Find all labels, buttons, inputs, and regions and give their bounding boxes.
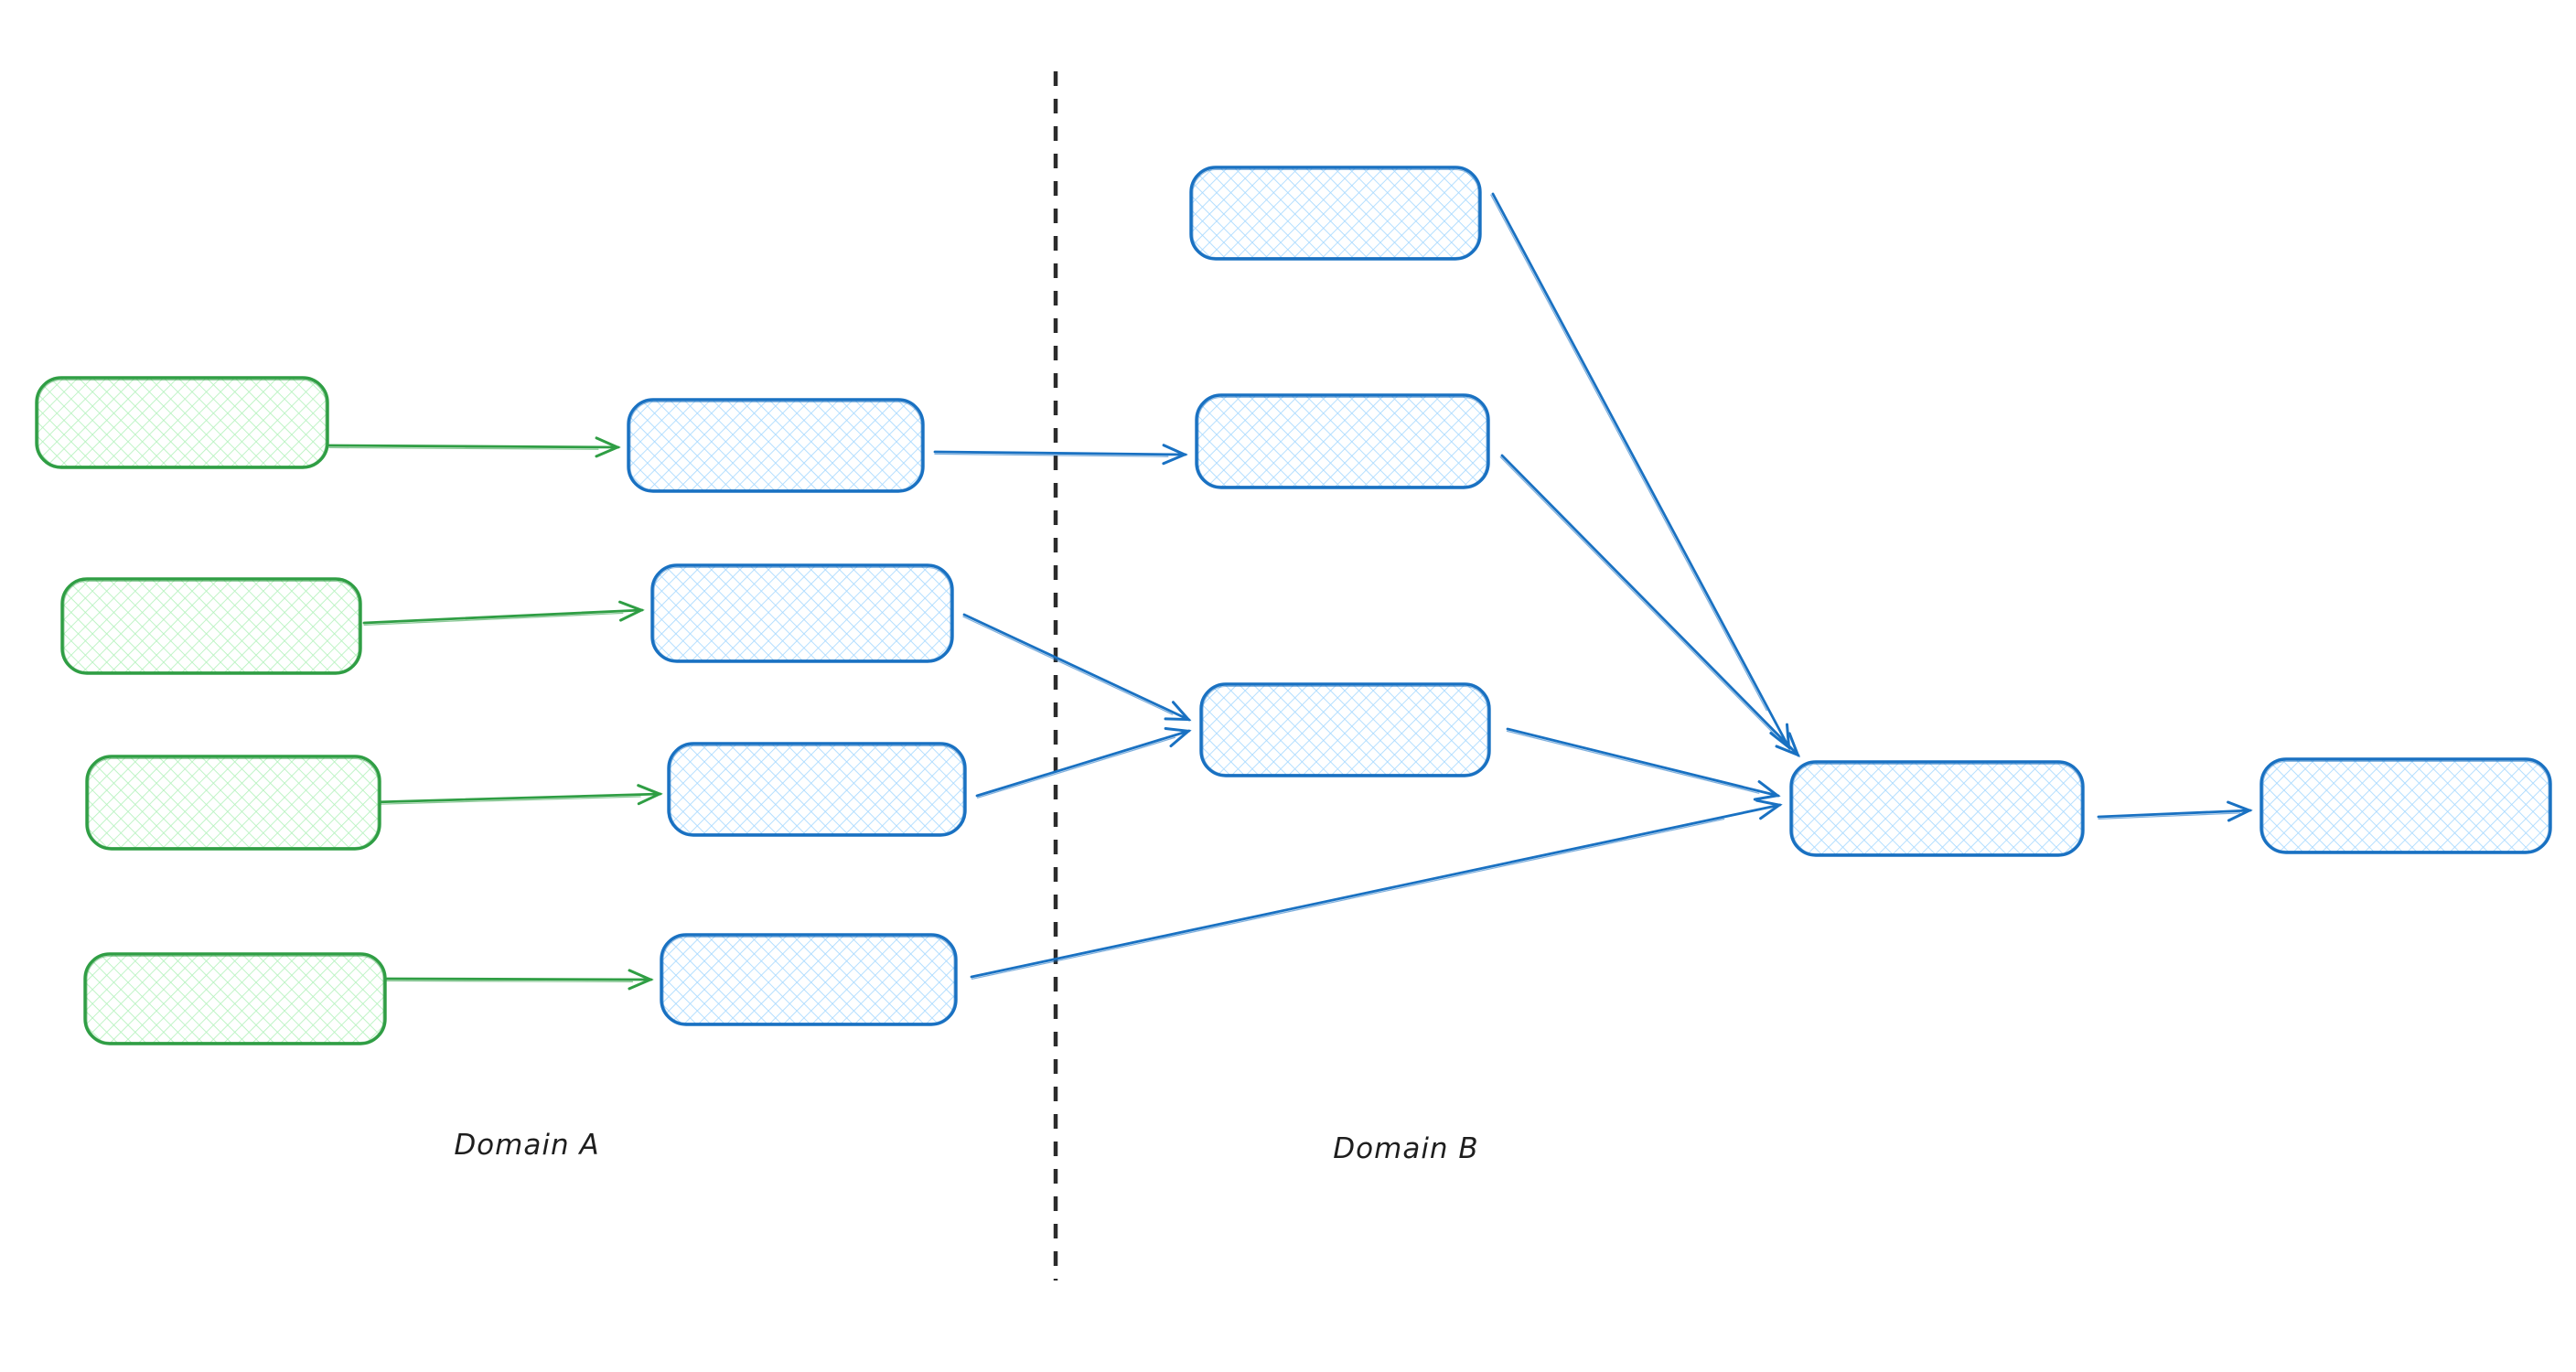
edge-merge-b-to-out-b (2097, 800, 2253, 822)
process-node-a3 (667, 742, 967, 837)
output-node (2259, 757, 2552, 854)
edge-src-3-to-proc-a3 (371, 784, 663, 806)
edge-proc-b1-to-merge-b (1490, 192, 1791, 751)
source-node-2 (60, 577, 362, 675)
source-node-1 (35, 376, 329, 469)
edge-src-4-to-proc-a4 (381, 969, 654, 991)
edge-src-1-to-proc-a1 (327, 436, 621, 458)
edges-layer (327, 192, 2253, 991)
edge-proc-a4-to-merge-b (970, 799, 1783, 980)
edge-proc-a1-to-proc-b2 (933, 444, 1188, 466)
merge-node (1789, 760, 2085, 857)
process-node-a2 (650, 563, 954, 663)
labels-layer: Domain A Domain B (454, 1129, 1478, 1165)
domain-a-label: Domain A (454, 1129, 599, 1162)
domain-b-label: Domain B (1333, 1132, 1478, 1165)
process-node-b2 (1195, 393, 1490, 489)
edge-proc-b3-to-merge-b (1506, 727, 1781, 801)
process-node-a1 (627, 398, 925, 493)
nodes-layer (35, 166, 2552, 1045)
edge-proc-a3-to-proc-b3 (975, 726, 1192, 799)
process-node-a4 (660, 933, 958, 1026)
edge-proc-a2-to-proc-b3 (962, 613, 1192, 722)
source-node-4 (83, 952, 387, 1045)
edge-src-2-to-proc-a2 (362, 600, 645, 627)
process-node-b3 (1199, 682, 1491, 777)
source-node-3 (85, 755, 381, 851)
edge-proc-b2-to-merge-b (1499, 454, 1800, 757)
process-node-b1 (1189, 166, 1482, 261)
